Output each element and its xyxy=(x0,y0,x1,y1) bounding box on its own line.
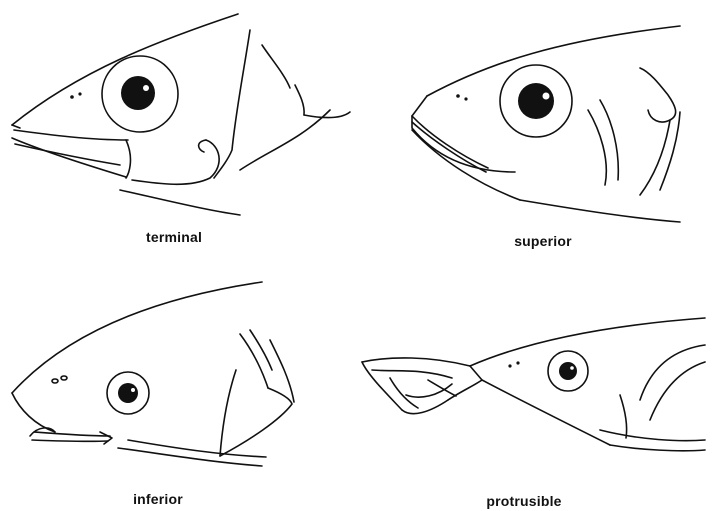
inferior-fish-head xyxy=(12,282,294,466)
terminal-fish-head xyxy=(12,14,350,215)
label-superior: superior xyxy=(514,233,572,249)
protrusible-fish-head xyxy=(362,318,705,451)
label-terminal: terminal xyxy=(146,229,202,245)
superior-fish-head xyxy=(412,26,680,222)
label-protrusible: protrusible xyxy=(486,493,561,509)
label-inferior: inferior xyxy=(133,491,183,507)
